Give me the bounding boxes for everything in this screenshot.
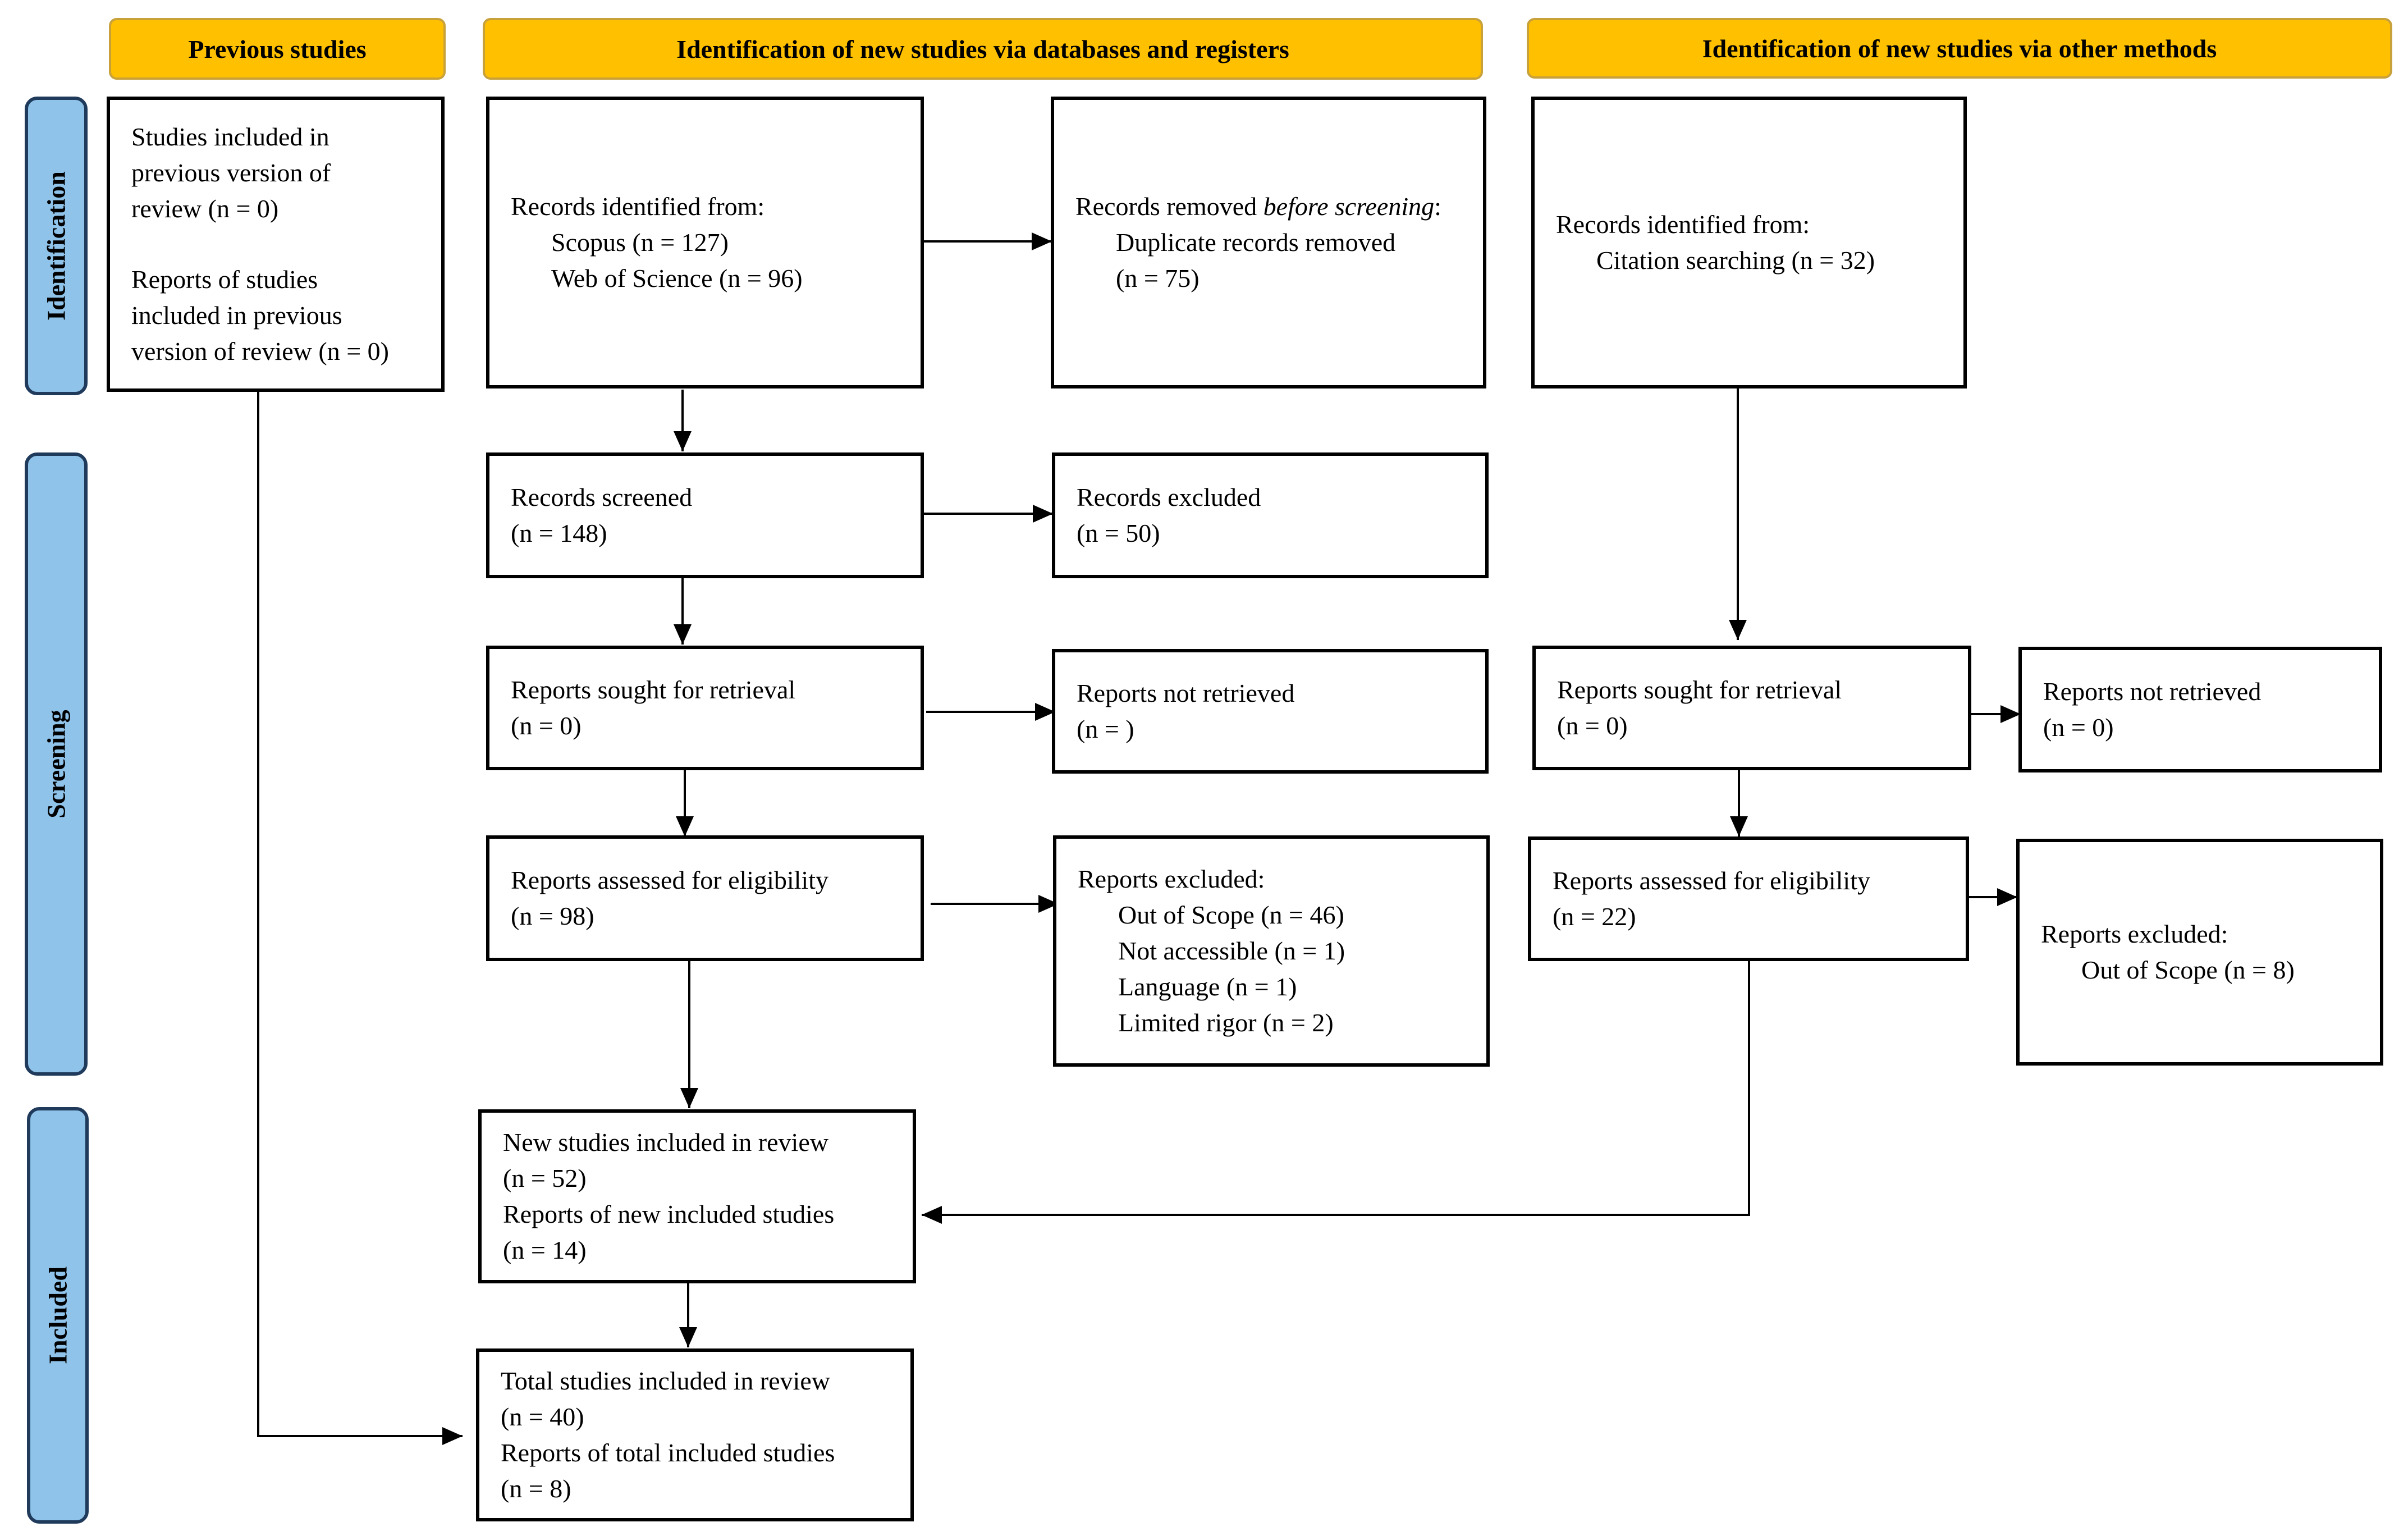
- reports-excluded-db-language: Language (n = 1): [1118, 972, 1297, 1001]
- stage-screening-label: Screening: [42, 710, 71, 819]
- reports-sought-db-n: (n = 0): [511, 711, 582, 740]
- records-removed-n: (n = 75): [1116, 264, 1200, 292]
- stage-screening: Screening: [25, 452, 88, 1076]
- previous-line-5: included in previous: [131, 301, 342, 330]
- new-studies-included-box: New studies included in review (n = 52) …: [478, 1109, 916, 1283]
- reports-excluded-other-title: Reports excluded:: [2041, 920, 2228, 948]
- other-identified-title: Records identified from:: [1556, 210, 1810, 239]
- new-included-line-4: (n = 14): [503, 1236, 587, 1264]
- reports-not-retrieved-db-title: Reports not retrieved: [1077, 679, 1295, 707]
- new-included-line-1: New studies included in review: [503, 1128, 828, 1156]
- header-previous-studies: Previous studies: [109, 18, 446, 80]
- total-studies-included-box: Total studies included in review (n = 40…: [476, 1348, 914, 1521]
- reports-excluded-db-rigor: Limited rigor (n = 2): [1118, 1008, 1334, 1037]
- header-other-methods: Identification of new studies via other …: [1527, 18, 2392, 79]
- reports-excluded-db-title: Reports excluded:: [1078, 865, 1265, 893]
- reports-excluded-db-box: Reports excluded: Out of Scope (n = 46) …: [1053, 835, 1490, 1067]
- new-included-line-2: (n = 52): [503, 1164, 587, 1192]
- reports-not-retrieved-db-box: Reports not retrieved (n = ): [1052, 649, 1489, 774]
- stage-included: Included: [27, 1107, 89, 1524]
- other-identified-citation: Citation searching (n = 32): [1596, 246, 1875, 275]
- arrow-other-to-new-included: [922, 961, 1750, 1224]
- previous-line-1: Studies included in: [131, 122, 329, 151]
- records-screened-box: Records screened (n = 148): [486, 452, 924, 578]
- reports-excluded-other-box: Reports excluded: Out of Scope (n = 8): [2016, 839, 2383, 1066]
- reports-excluded-other-scope: Out of Scope (n = 8): [2081, 956, 2295, 984]
- records-identified-wos: Web of Science (n = 96): [551, 264, 803, 292]
- records-screened-n: (n = 148): [511, 519, 607, 547]
- records-removed-box: Records removed before screening: Duplic…: [1051, 97, 1486, 388]
- records-excluded-n: (n = 50): [1077, 519, 1160, 547]
- reports-not-retrieved-other-box: Reports not retrieved (n = 0): [2018, 647, 2382, 772]
- previous-line-2: previous version of: [131, 158, 331, 187]
- reports-not-retrieved-other-title: Reports not retrieved: [2043, 677, 2261, 706]
- records-excluded-box: Records excluded (n = 50): [1052, 452, 1489, 578]
- other-records-identified-box: Records identified from: Citation search…: [1531, 97, 1967, 388]
- records-screened-title: Records screened: [511, 483, 693, 511]
- total-included-line-2: (n = 40): [501, 1402, 584, 1431]
- records-excluded-title: Records excluded: [1077, 483, 1261, 511]
- arrow-previous-to-total: [257, 392, 463, 1445]
- stage-included-label: Included: [43, 1267, 72, 1364]
- reports-sought-other-box: Reports sought for retrieval (n = 0): [1532, 646, 1971, 770]
- reports-assessed-other-n: (n = 22): [1553, 902, 1636, 931]
- records-identified-scopus: Scopus (n = 127): [551, 228, 729, 257]
- stage-identification: Identification: [25, 97, 88, 395]
- records-identified-box: Records identified from: Scopus (n = 127…: [486, 97, 924, 388]
- stage-identification-label: Identification: [42, 171, 71, 321]
- reports-not-retrieved-db-n: (n = ): [1077, 715, 1134, 743]
- reports-assessed-db-title: Reports assessed for eligibility: [511, 866, 828, 894]
- reports-assessed-other-title: Reports assessed for eligibility: [1553, 866, 1870, 895]
- records-removed-duplicates: Duplicate records removed: [1116, 228, 1396, 257]
- reports-excluded-db-scope: Out of Scope (n = 46): [1118, 900, 1344, 929]
- header-databases-registers: Identification of new studies via databa…: [483, 18, 1483, 80]
- total-included-line-1: Total studies included in review: [501, 1366, 830, 1395]
- reports-assessed-db-box: Reports assessed for eligibility (n = 98…: [486, 835, 924, 961]
- total-included-line-3: Reports of total included studies: [501, 1438, 835, 1467]
- records-removed-title: Records removed before screening:: [1075, 192, 1441, 221]
- reports-assessed-other-box: Reports assessed for eligibility (n = 22…: [1528, 836, 1969, 961]
- reports-not-retrieved-other-n: (n = 0): [2043, 713, 2114, 742]
- new-included-line-3: Reports of new included studies: [503, 1200, 835, 1228]
- reports-sought-other-title: Reports sought for retrieval: [1557, 675, 1842, 704]
- previous-line-4: Reports of studies: [131, 265, 318, 294]
- previous-studies-box: Studies included in previous version of …: [107, 97, 445, 392]
- reports-assessed-db-n: (n = 98): [511, 902, 594, 930]
- previous-line-6: version of review (n = 0): [131, 337, 389, 365]
- reports-sought-other-n: (n = 0): [1557, 711, 1628, 740]
- reports-excluded-db-access: Not accessible (n = 1): [1118, 936, 1345, 965]
- reports-sought-db-box: Reports sought for retrieval (n = 0): [486, 646, 924, 770]
- previous-line-3: review (n = 0): [131, 194, 279, 223]
- total-included-line-4: (n = 8): [501, 1474, 571, 1503]
- reports-sought-db-title: Reports sought for retrieval: [511, 675, 796, 704]
- records-identified-title: Records identified from:: [511, 192, 765, 221]
